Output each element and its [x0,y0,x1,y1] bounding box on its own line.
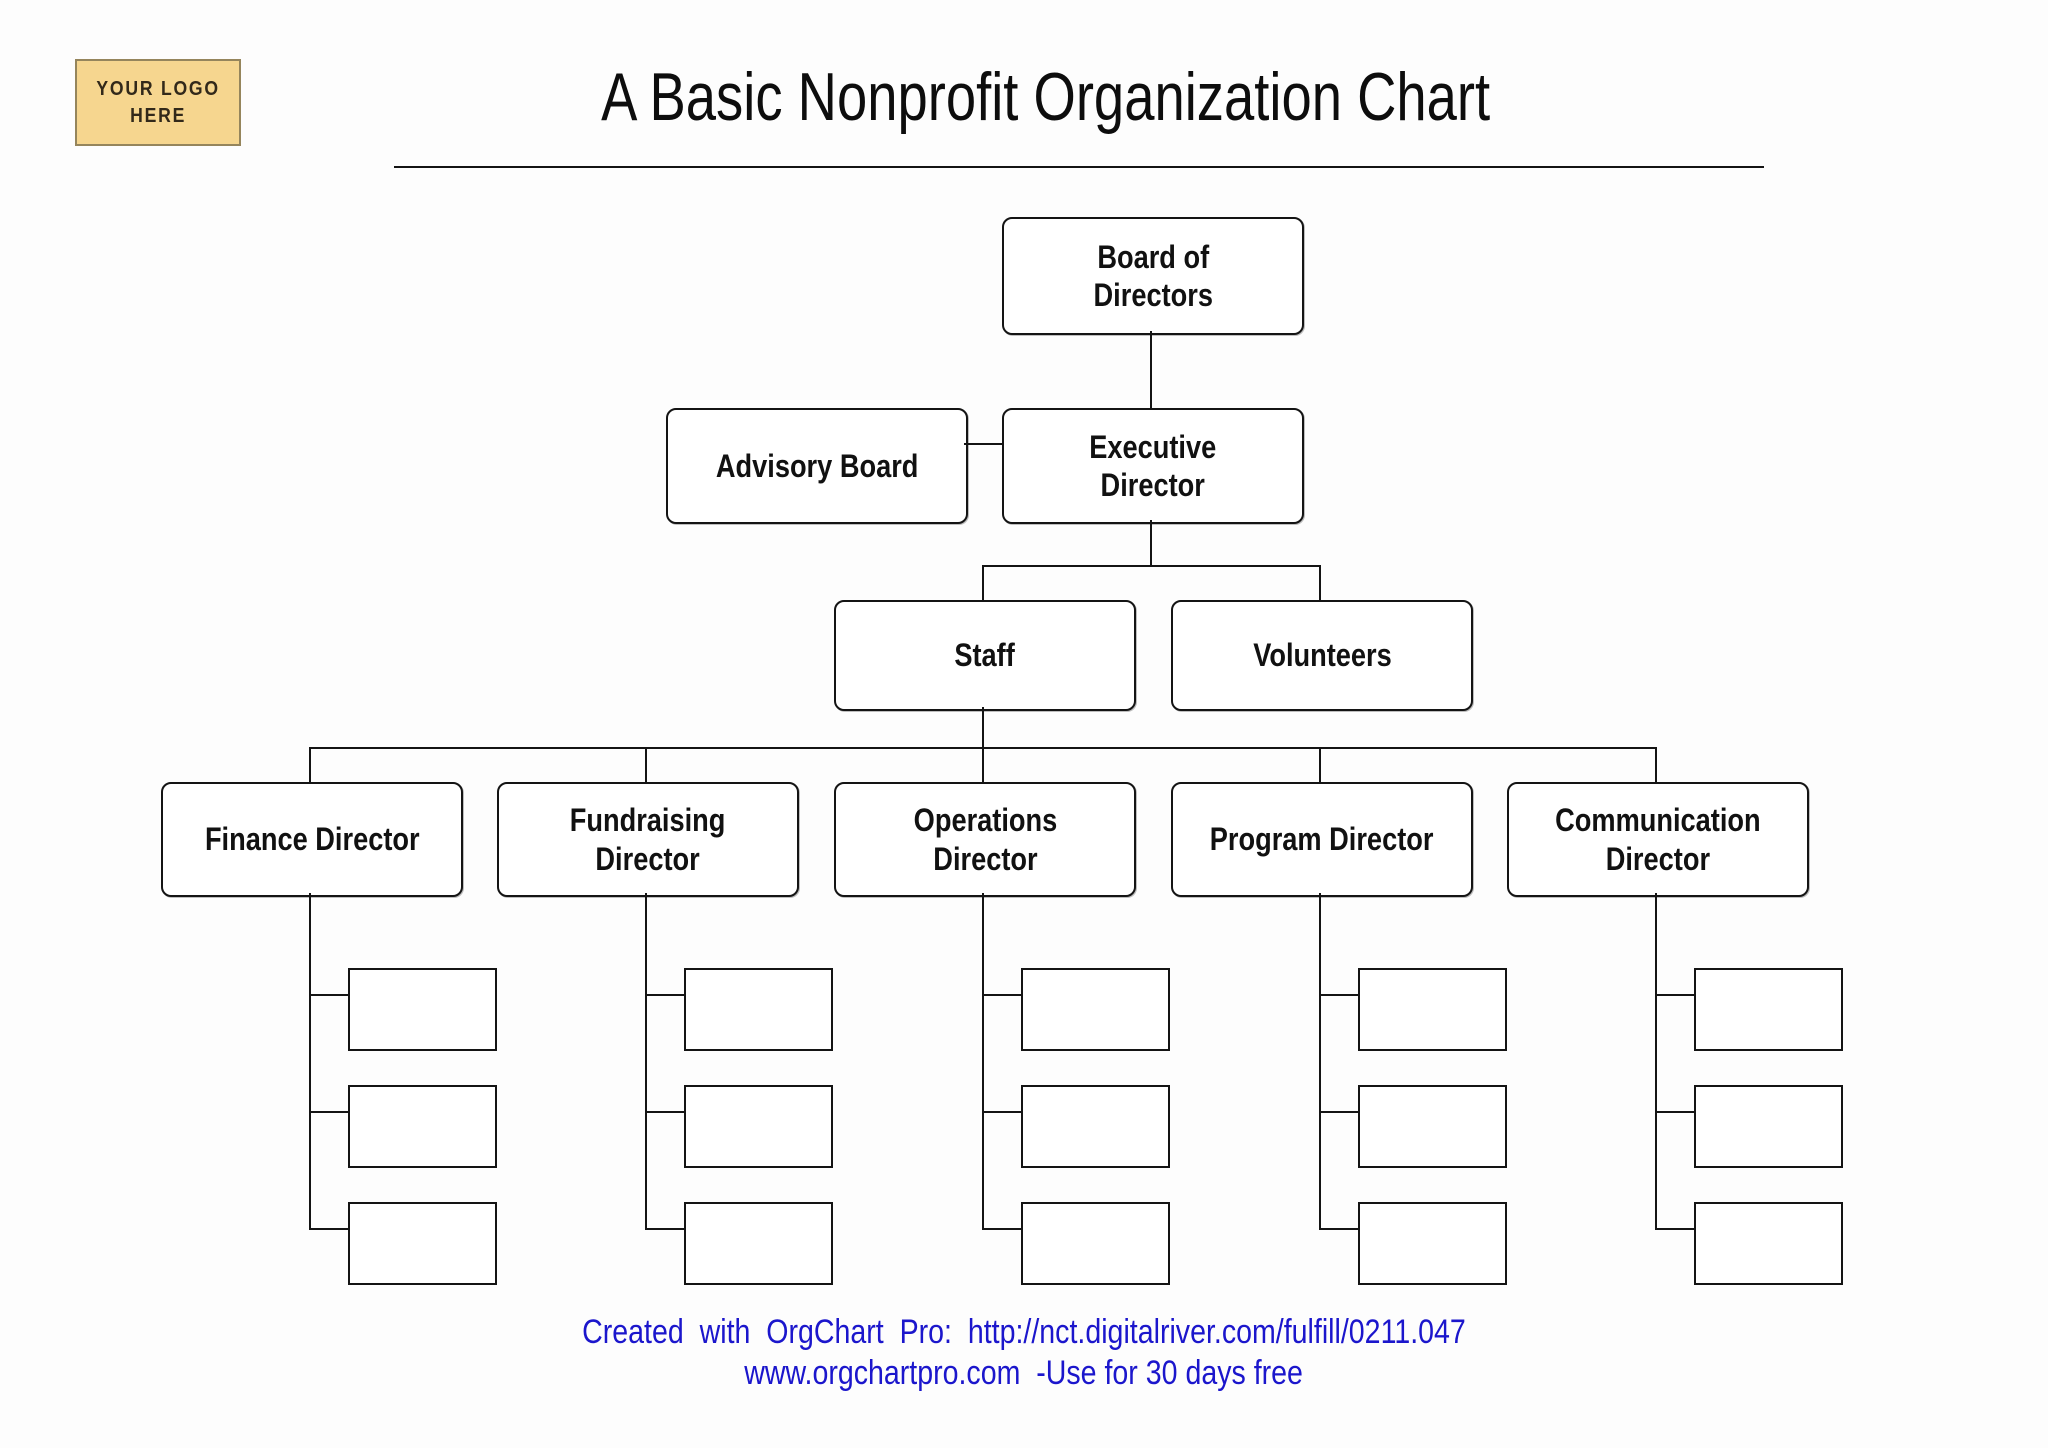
connector-communication-stub [1656,1111,1694,1113]
connector-span-to-program [1319,749,1321,782]
empty-subordinate-box [1358,1085,1507,1168]
connector-span-to-finance [309,749,311,782]
node-operations-director: Operations Director [834,782,1136,897]
title-divider [394,166,1764,168]
connector-program-stub [1320,1228,1358,1230]
connector-operations-stub [983,1228,1021,1230]
node-staff: Staff [834,600,1136,711]
logo-placeholder: YOUR LOGO HERE [75,59,241,146]
empty-subordinate-box [1021,1085,1170,1168]
connector-fundraising-stub [646,1228,684,1230]
connector-fundraising-stub [646,1111,684,1113]
empty-subordinate-box [348,1085,497,1168]
connector-advisory-executive [964,443,1002,445]
connector-span-to-communication [1655,749,1657,782]
connector-staff-down [982,707,984,749]
node-volunteers: Volunteers [1171,600,1473,711]
empty-subordinate-box [1358,968,1507,1051]
empty-subordinate-box [348,1202,497,1285]
node-fundraising-director: Fundraising Director [497,782,799,897]
empty-subordinate-box [1694,1085,1843,1168]
connector-fundraising-drop [645,893,647,1230]
empty-subordinate-box [1358,1202,1507,1285]
connector-directors-span [309,747,1657,749]
node-advisory-board: Advisory Board [666,408,968,524]
page-title: A Basic Nonprofit Organization Chart [601,59,1491,135]
empty-subordinate-box [348,968,497,1051]
connector-program-drop [1319,893,1321,1230]
empty-subordinate-box [684,1202,833,1285]
connector-finance-stub [310,1228,348,1230]
connector-span-to-fundraising [645,749,647,782]
connector-communication-stub [1656,1228,1694,1230]
connector-program-stub [1320,1111,1358,1113]
node-communication-director: Communication Director [1507,782,1809,897]
node-finance-director: Finance Director [161,782,463,897]
logo-text: YOUR LOGO HERE [96,77,220,127]
connector-communication-stub [1656,994,1694,996]
connector-board-executive [1150,331,1152,408]
empty-subordinate-box [1021,1202,1170,1285]
empty-subordinate-box [684,1085,833,1168]
connector-branch-to-volunteers [1319,567,1321,600]
connector-span-to-operations [982,749,984,782]
node-program-director: Program Director [1171,782,1473,897]
connector-finance-stub [310,1111,348,1113]
empty-subordinate-box [1694,968,1843,1051]
connector-branch-to-staff [982,567,984,600]
connector-fundraising-stub [646,994,684,996]
connector-finance-drop [309,893,311,1230]
connector-operations-stub [983,1111,1021,1113]
connector-finance-stub [310,994,348,996]
node-board-of-directors: Board of Directors [1002,217,1304,335]
connector-program-stub [1320,994,1358,996]
empty-subordinate-box [1021,968,1170,1051]
empty-subordinate-box [684,968,833,1051]
node-executive-director: Executive Director [1002,408,1304,524]
connector-branch-staff-volunteers [982,565,1321,567]
connector-executive-down [1150,520,1152,567]
empty-subordinate-box [1694,1202,1843,1285]
connector-operations-stub [983,994,1021,996]
footer-credit-line1[interactable]: Created with OrgChart Pro: http://nct.di… [582,1313,1466,1351]
connector-operations-drop [982,893,984,1230]
connector-communication-drop [1655,893,1657,1230]
footer-credits: Created with OrgChart Pro: http://nct.di… [0,1312,2048,1394]
footer-credit-line2[interactable]: www.orgchartpro.com -Use for 30 days fre… [744,1353,1304,1392]
